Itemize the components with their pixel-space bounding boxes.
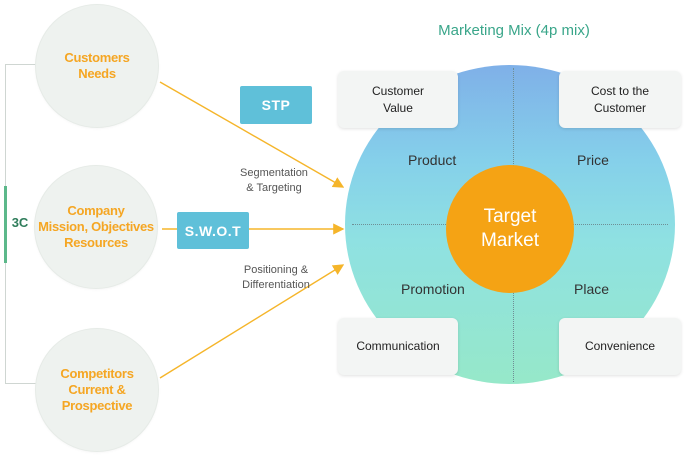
stp-box: STP xyxy=(240,86,312,124)
customers-needs-label: Customers Needs xyxy=(64,50,130,81)
company-label: Company Mission, Objectives Resources xyxy=(38,203,154,250)
communication-label: Communication xyxy=(356,339,440,353)
target-market-label: Target Market xyxy=(480,206,540,251)
customers-needs-circle: Customers Needs xyxy=(36,5,158,127)
place-label: Place xyxy=(574,281,610,297)
swot-label: S.W.O.T xyxy=(184,222,242,239)
cost-to-customer-box: Cost to the Customer xyxy=(559,71,681,128)
arrow-competitors xyxy=(159,264,345,379)
three-c-accent-bar xyxy=(4,186,7,263)
convenience-box: Convenience xyxy=(559,318,681,375)
promotion-label: Promotion xyxy=(401,281,465,297)
competitors-label: Competitors Current & Prospective xyxy=(60,366,134,413)
three-c-label: 3C xyxy=(11,215,29,230)
positioning-label: Positioning & Differentiation xyxy=(242,264,310,291)
segmentation-label: Segmentation & Targeting xyxy=(240,167,308,194)
three-c-bracket-top xyxy=(5,64,40,65)
target-market-circle: Target Market xyxy=(446,165,574,293)
communication-box: Communication xyxy=(338,318,458,375)
three-c-bracket-bottom xyxy=(5,383,45,384)
stp-label: STP xyxy=(261,97,291,113)
cost-to-customer-label: Cost to the Customer xyxy=(590,83,650,115)
customer-value-label: Customer Value xyxy=(371,83,424,115)
arrow-customers xyxy=(159,81,345,188)
competitors-circle: Competitors Current & Prospective xyxy=(36,329,158,451)
convenience-label: Convenience xyxy=(584,339,656,353)
swot-box: S.W.O.T xyxy=(177,212,249,249)
customer-value-box: Customer Value xyxy=(338,71,458,128)
price-label: Price xyxy=(577,152,609,168)
company-circle: Company Mission, Objectives Resources xyxy=(35,166,157,288)
marketing-mix-title: Marketing Mix (4p mix) xyxy=(438,22,590,39)
product-label: Product xyxy=(408,152,457,168)
